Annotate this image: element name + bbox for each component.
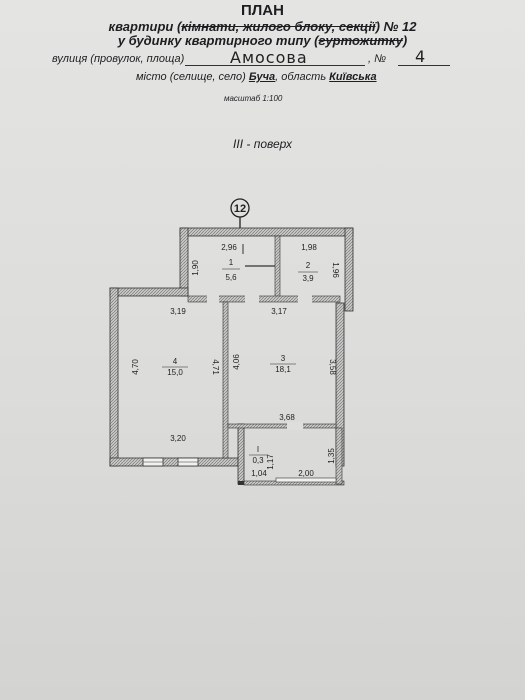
balcony-area: 0,3 [252,456,264,465]
balcony-window [275,477,337,483]
door-opening [207,295,219,303]
interior-wall [187,295,341,303]
number-label: , № [368,53,387,65]
number-value: 4 [415,47,426,66]
room-labels: 1 5,6 2 3,9 3 18,1 4 15,0 I 0,3 [162,258,318,465]
room-2-area: 3,9 [302,274,314,283]
building-type-line: у будинку квартирного типу (гуртожитку) [117,33,408,48]
wall [179,227,354,237]
room-4-id: 4 [173,357,178,366]
door-opening [245,295,259,303]
dim-2-96: 2,96 [221,243,237,252]
dim-1-98: 1,98 [301,243,317,252]
wall [237,423,245,485]
windows [142,457,199,467]
street-value: Амосова [230,48,308,67]
dim-4-06: 4,06 [232,354,241,370]
dim-4-71: 4,71 [211,359,220,375]
door-openings [207,244,312,430]
wall [109,287,189,297]
wall [109,287,119,467]
door-opening [287,422,303,430]
city-line: місто (селище, село) Буча, область Київс… [136,71,377,83]
dimensions: 2,96 1,90 1,98 1,96 3,19 3,17 4,70 4,71 … [131,243,340,478]
dim-3-19: 3,19 [170,307,186,316]
apartment-line: квартири (кімнати, жилого блоку, секції)… [108,19,417,34]
apartment-number-marker: 12 [230,198,250,228]
street-underline [185,65,365,66]
dim-1-04: 1,04 [251,469,267,478]
dim-1-90: 1,90 [191,260,200,276]
balcony-side [335,427,343,485]
apartment-number: 12 [234,203,246,215]
dim-3-17: 3,17 [271,307,287,316]
document-title: ПЛАН [241,2,284,19]
floor-label: III - поверх [233,137,292,151]
balcony-id: I [257,445,259,454]
balcony-corner [238,481,244,485]
wall [179,227,189,297]
walls [109,227,354,485]
scale-label: масштаб 1:100 [224,94,283,103]
bleed-through-shadow [150,535,410,595]
balcony [238,427,345,486]
dim-3-58: 3,58 [328,359,337,375]
door-opening [298,295,312,303]
number-underline [398,65,450,66]
dim-4-70: 4,70 [131,359,140,375]
wall [109,457,239,467]
interior-wall [274,235,281,301]
wall [344,227,354,312]
street-label: вулиця (провулок, площа) [52,53,185,65]
room-4-area: 15,0 [167,368,183,377]
room-1-id: 1 [229,258,234,267]
dim-1-35: 1,35 [327,448,336,464]
dim-1-96: 1,96 [331,262,340,278]
dim-2-00: 2,00 [298,469,314,478]
room-3-area: 18,1 [275,365,291,374]
dim-3-68: 3,68 [279,413,295,422]
room-1-area: 5,6 [225,273,237,282]
dim-1-17: 1,17 [266,454,275,470]
dim-3-20: 3,20 [170,434,186,443]
room-3-id: 3 [281,354,286,363]
room-2-id: 2 [306,261,311,270]
interior-wall [222,301,229,459]
interior-wall [227,423,337,429]
